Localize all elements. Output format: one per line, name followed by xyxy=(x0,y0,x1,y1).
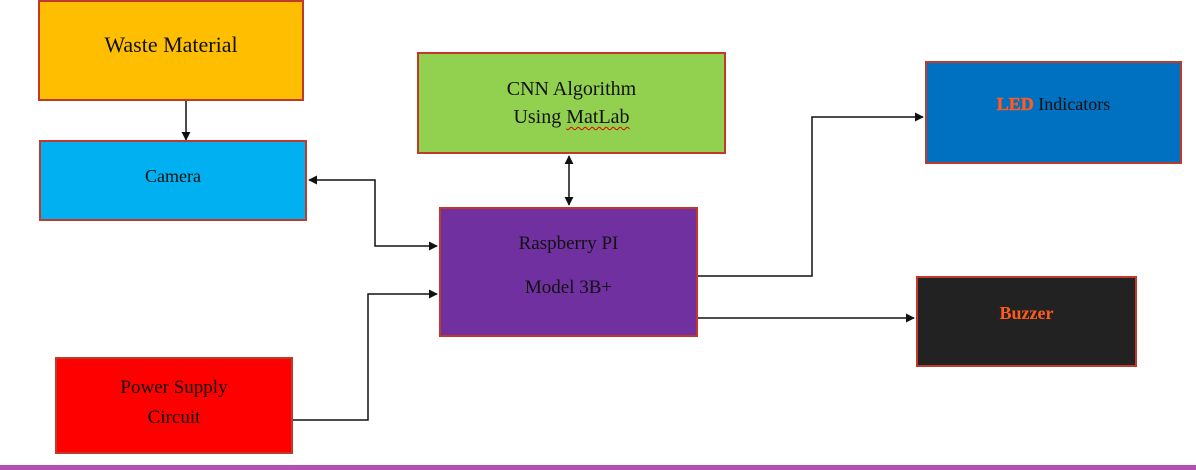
raspberry-pi-block: Raspberry PI Model 3B+ xyxy=(439,207,698,337)
waste-material-block: Waste Material xyxy=(38,0,304,101)
cnn-label-line2-prefix: Using xyxy=(513,106,567,128)
arrow-pi-to-led xyxy=(698,112,924,277)
camera-label: Camera xyxy=(145,166,201,186)
led-indicators-label: LED Indicators xyxy=(996,94,1111,115)
arrow-camera-pi xyxy=(308,175,438,251)
led-indicators-block: LED Indicators xyxy=(925,61,1182,164)
cnn-label-matlab: MatLab xyxy=(566,106,630,128)
buzzer-block: Buzzer xyxy=(916,276,1137,367)
bottom-border-bar xyxy=(0,465,1196,470)
arrow-power-to-pi xyxy=(293,289,438,421)
cnn-label-line2: Using MatLab xyxy=(513,103,629,131)
cnn-algorithm-block: CNN Algorithm Using MatLab xyxy=(417,52,726,154)
raspberry-pi-label-line2: Model 3B+ xyxy=(524,277,613,298)
raspberry-pi-label-line1: Raspberry PI xyxy=(518,233,619,254)
led-rest-text: Indicators xyxy=(1033,94,1111,114)
power-supply-label-line2: Circuit xyxy=(147,407,201,428)
buzzer-label: Buzzer xyxy=(999,303,1054,323)
cnn-label-line1: CNN Algorithm xyxy=(506,78,637,100)
camera-block: Camera xyxy=(39,140,307,221)
led-highlight-text: LED xyxy=(996,94,1034,115)
power-supply-label-line1: Power Supply xyxy=(120,377,228,398)
waste-material-label: Waste Material xyxy=(104,32,238,57)
power-supply-block: Power Supply Circuit xyxy=(55,357,293,454)
